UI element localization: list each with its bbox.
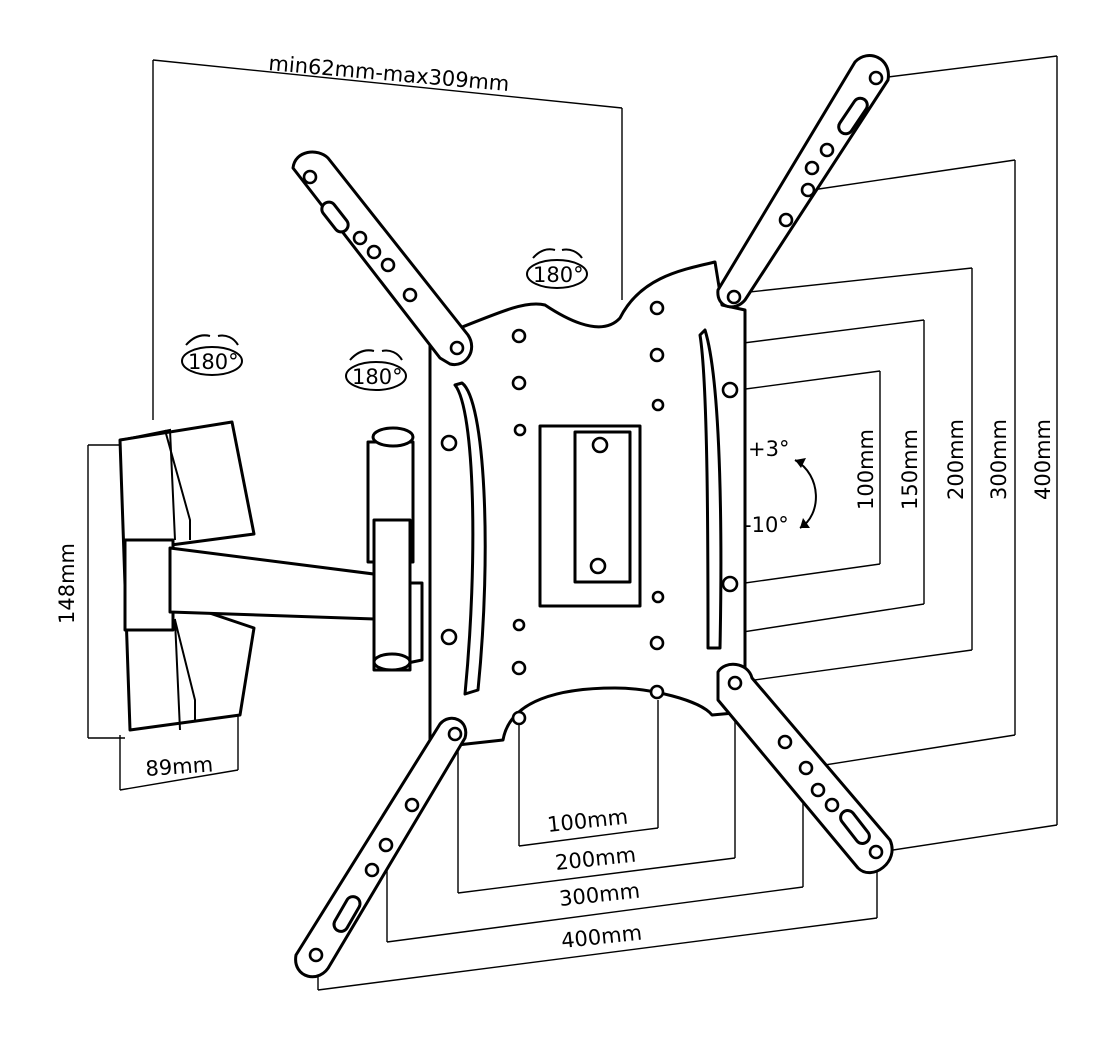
swing-arm [168, 426, 424, 672]
arm-extension-label: min62mm-max309mm [268, 51, 511, 96]
vesa-v200-label: 200mm [944, 419, 968, 500]
extension-arm-top-left [291, 150, 474, 367]
vesa-v100-label: 100mm [854, 429, 878, 510]
wall-plate-width-label: 89mm [145, 752, 214, 781]
swivel-left-label: 180° [188, 350, 239, 374]
swivel-mid-label: 180° [352, 365, 403, 389]
vesa-h400-label: 400mm [560, 921, 643, 953]
vesa-v150-label: 150mm [898, 429, 922, 510]
tilt-down-label: -10° [744, 513, 789, 537]
tv-adapter-plate [428, 260, 747, 750]
extension-arm-bottom-left [294, 716, 468, 979]
vesa-h300-label: 300mm [558, 879, 641, 911]
rotation-arrows [185, 248, 817, 529]
tilt-up-label: +3° [748, 437, 789, 461]
vesa-h100-label: 100mm [546, 805, 629, 837]
vesa-h200-label: 200mm [554, 843, 637, 875]
vesa-v300-label: 300mm [987, 419, 1011, 500]
vesa-v400-label: 400mm [1031, 419, 1055, 500]
dimension-lines [87, 55, 1058, 991]
extension-arm-bottom-right [716, 662, 894, 875]
wall-plate-height-label: 148mm [55, 543, 79, 624]
extension-arm-top-right [716, 54, 890, 309]
swivel-top-label: 180° [533, 263, 584, 287]
